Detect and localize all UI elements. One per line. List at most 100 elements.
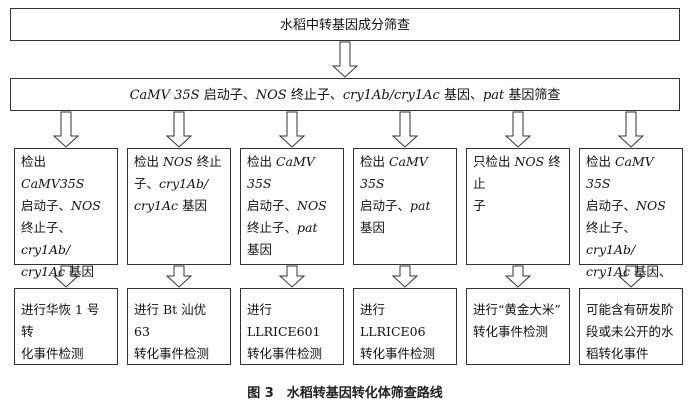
- detection-line: 启动子、NOS: [586, 195, 676, 217]
- detection-text: NOS: [71, 198, 101, 213]
- detection-line: 终止子、 cry1Ab/: [21, 217, 111, 261]
- detection-text: 基因: [178, 198, 208, 213]
- down-arrow-to-detection-4: [391, 111, 419, 148]
- detection-line: 启动子、NOS: [21, 195, 111, 217]
- event-text: 可能含有研发阶: [586, 302, 674, 317]
- down-arrow-to-detection-5: [504, 111, 532, 148]
- detection-text: cry1Ac: [586, 264, 631, 279]
- event-text: 进行 LLRICE601: [247, 302, 321, 339]
- event-text: 转化事件检测: [360, 346, 436, 361]
- detection-text: 检出: [134, 154, 163, 169]
- detection-text: 终止子、: [21, 220, 72, 235]
- detection-line: 终止子、 cry1Ab/: [586, 217, 676, 261]
- down-arrow-to-detection-1: [52, 111, 80, 148]
- detection-text: NOS: [297, 198, 327, 213]
- event-text: 进行 LLRICE06: [360, 302, 426, 339]
- event-text: 进行 Bt 汕优 63: [134, 302, 207, 339]
- element-screening-label: CaMV 35S 启动子、NOS 终止子、cry1Ab/cry1Ac 基因、pa…: [130, 88, 561, 103]
- down-arrow-to-event-5: [504, 265, 532, 288]
- detection-text: NOS: [162, 154, 193, 169]
- detection-text: 检出: [360, 154, 389, 169]
- detection-line: 检出 CaMV 35S: [247, 151, 337, 195]
- figure-caption: 图 3 水稻转基因转化体筛查路线: [247, 386, 443, 401]
- detection-line: cry1Ac 基因: [134, 195, 224, 217]
- event-text: 转化事件检测: [473, 324, 549, 339]
- down-arrow-to-event-2: [165, 265, 193, 288]
- detection-text: 终止子、: [586, 220, 637, 235]
- event-box-4: 进行 LLRICE06 转化事件检测: [353, 288, 457, 365]
- detection-line: 检出 NOS 终止: [134, 151, 224, 173]
- detection-text: 检出: [21, 154, 47, 169]
- detection-text: 终止子、: [247, 220, 298, 235]
- detection-line: 子、cry1Ab/: [134, 173, 224, 195]
- detection-text: 检出: [586, 154, 615, 169]
- down-arrow-to-detection-2: [165, 111, 193, 148]
- event-text: 段或未公开的水: [586, 324, 674, 339]
- event-box-5: 进行“黄金大米” 转化事件检测: [466, 288, 570, 365]
- detection-line: 终止子、pat: [247, 217, 337, 239]
- down-arrow-to-detection-3: [278, 111, 306, 148]
- detection-text: CaMV 35S: [360, 154, 428, 191]
- event-box-6: 可能含有研发阶段或未公开的水稻转化事件: [579, 288, 683, 365]
- detection-text: CaMV 35S: [586, 154, 654, 191]
- detection-text: cry1Ac: [134, 198, 179, 213]
- down-arrow-to-event-3: [278, 265, 306, 288]
- detection-line: 只检出 NOS 终止: [473, 151, 563, 195]
- detection-line: cry1Ac 基因: [21, 261, 111, 283]
- event-text: 转化事件检测: [134, 346, 210, 361]
- detection-line: 启动子、pat: [360, 195, 450, 217]
- detection-text: pat: [297, 220, 318, 235]
- detection-line: 检出 CaMV35S: [21, 151, 111, 195]
- element-screening-segment: 基因、: [439, 88, 483, 103]
- detection-text: 启动子、: [21, 198, 72, 213]
- down-arrow-main: [331, 41, 359, 78]
- detection-text: 只检出: [473, 154, 515, 169]
- detection-text: 基因: [247, 242, 273, 257]
- detection-text: 终止: [192, 154, 222, 169]
- event-text: 进行“黄金大米”: [473, 302, 561, 317]
- event-text: 化事件检测: [21, 346, 84, 361]
- detection-text: NOS: [636, 198, 666, 213]
- detection-line: 检出 CaMV 35S: [360, 151, 450, 195]
- event-text: 稻转化事件: [586, 346, 649, 361]
- detection-text: cry1Ab/: [159, 176, 209, 191]
- element-screening-segment: CaMV 35S: [129, 88, 200, 103]
- down-arrow-to-event-4: [391, 265, 419, 288]
- detection-text: 终止: [473, 154, 561, 191]
- detection-text: CaMV 35S: [247, 154, 315, 191]
- detection-text: 子、: [134, 176, 160, 191]
- screening-root-box: 水稻中转基因成分筛查: [10, 8, 680, 41]
- detection-text: 基因、: [630, 264, 672, 279]
- element-screening-segment: 基因筛查: [504, 88, 561, 103]
- element-screening-segment: 启动子、: [199, 88, 256, 103]
- detection-text: cry1Ab/: [21, 242, 71, 257]
- detection-text: 检出: [247, 154, 276, 169]
- detection-text: 启动子、: [247, 198, 298, 213]
- detection-line: 子: [473, 195, 563, 217]
- down-arrow-to-detection-6: [617, 111, 645, 148]
- detection-box-5: 只检出 NOS 终止子: [466, 148, 570, 265]
- detection-box-2: 检出 NOS 终止子、cry1Ab/cry1Ac 基因: [127, 148, 231, 265]
- detection-text: cry1Ab/: [586, 242, 636, 257]
- detection-text: CaMV35S: [21, 176, 85, 191]
- detection-line: 检出 CaMV 35S: [586, 151, 676, 195]
- detection-text: 启动子、: [586, 198, 637, 213]
- detection-text: 基因: [65, 264, 95, 279]
- element-screening-segment: 终止子、: [286, 88, 343, 103]
- element-screening-segment: cry1Ab/cry1Ac: [342, 88, 440, 103]
- detection-line: 启动子、NOS: [247, 195, 337, 217]
- detection-line: 基因: [247, 239, 337, 261]
- event-box-2: 进行 Bt 汕优 63 转化事件检测: [127, 288, 231, 365]
- event-box-1: 进行华恢 1 号转化事件检测: [14, 288, 118, 365]
- element-screening-segment: pat: [482, 88, 505, 103]
- event-text: 进行华恢 1 号转: [21, 302, 100, 339]
- element-screening-box: CaMV 35S 启动子、NOS 终止子、cry1Ab/cry1Ac 基因、pa…: [10, 78, 680, 111]
- detection-text: 子: [473, 198, 486, 213]
- element-screening-segment: NOS: [255, 88, 287, 103]
- detection-text: 基因: [360, 220, 386, 235]
